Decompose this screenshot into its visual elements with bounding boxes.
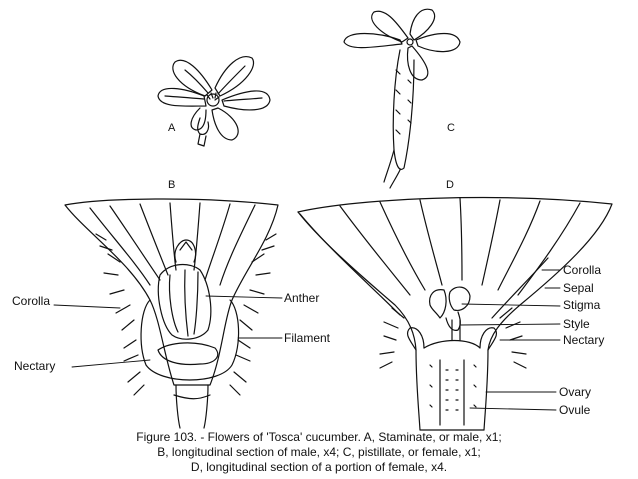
panel-letter-a: A: [168, 122, 177, 134]
section-b-drawing: [53, 198, 283, 429]
caption-line-3: D, longitudinal section of a portion of …: [190, 460, 448, 474]
flower-c-drawing: [343, 8, 461, 189]
section-d-drawing: [297, 196, 613, 431]
panel-letter-b: B: [168, 179, 177, 191]
label-d-ovule: Ovule: [559, 403, 591, 417]
label-d-style: Style: [563, 317, 590, 331]
label-b-nectary: Nectary: [14, 359, 56, 373]
panel-letter-c: C: [447, 122, 456, 134]
label-b-anther: Anther: [284, 291, 320, 305]
label-d-stigma: Stigma: [563, 298, 601, 312]
label-b-corolla: Corolla: [12, 294, 51, 308]
caption-line-1: Figure 103. - Flowers of 'Tosca' cucumbe…: [136, 430, 502, 444]
panel-letter-d: D: [446, 179, 455, 191]
label-d-corolla: Corolla: [563, 263, 602, 277]
flower-a-drawing: [157, 56, 271, 147]
caption-line-2: B, longitudinal section of male, x4; C, …: [157, 445, 481, 459]
label-d-sepal: Sepal: [563, 281, 594, 295]
label-b-filament: Filament: [284, 331, 331, 345]
label-d-ovary: Ovary: [559, 385, 592, 399]
label-d-nectary: Nectary: [563, 333, 605, 347]
figure-caption: Figure 103. - Flowers of 'Tosca' cucumbe…: [0, 430, 638, 475]
